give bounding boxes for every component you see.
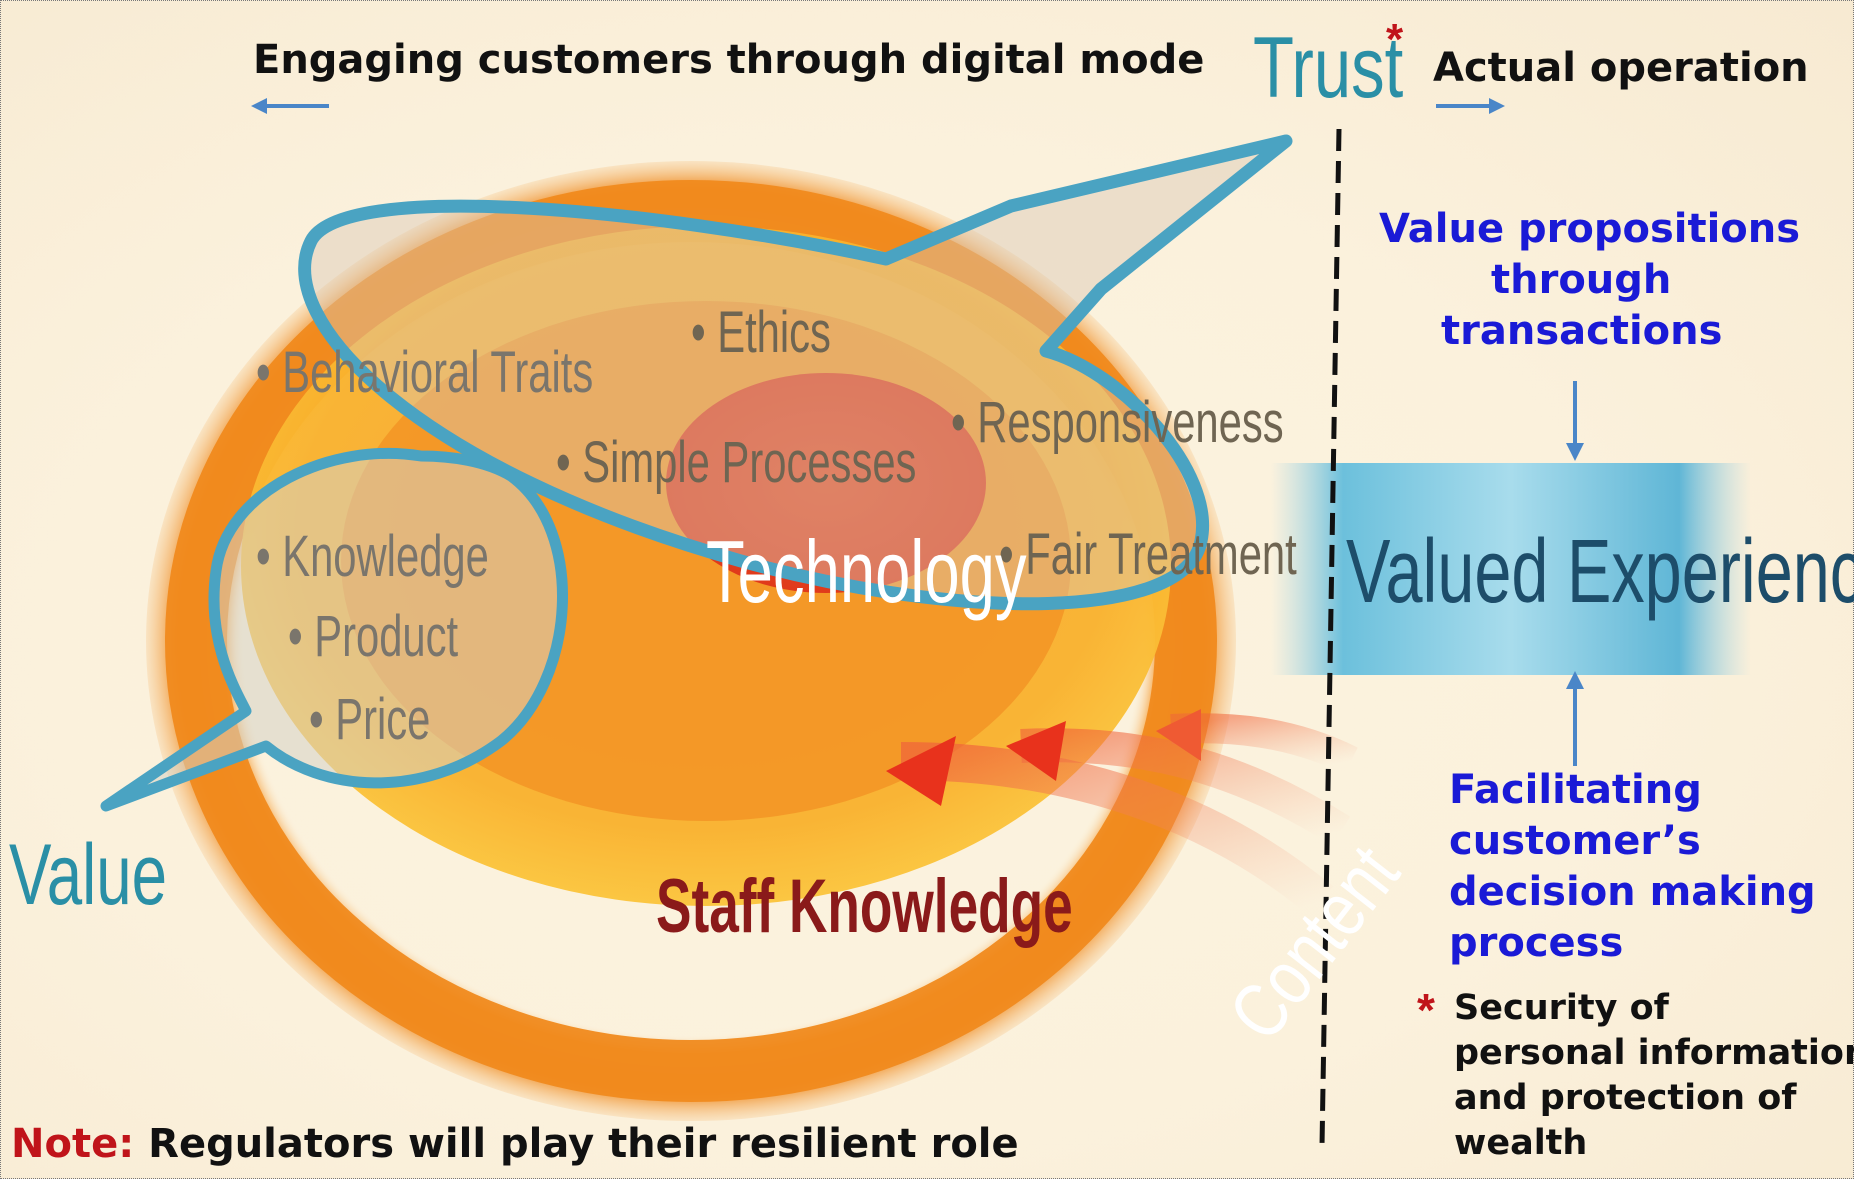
- bullet-product: • Product: [288, 604, 459, 669]
- security-asterisk: *: [1417, 984, 1435, 1036]
- value-props-line-3: transactions: [1441, 308, 1723, 354]
- bullet-behavioral-traits: • Behavioral Traits: [256, 340, 594, 405]
- bullet-simple-processes-label: Simple Processes: [582, 430, 917, 495]
- trust-label: Trust: [1253, 20, 1404, 116]
- footer-note: Note: Regulators will play their resilie…: [11, 1121, 1019, 1167]
- right-header-title: Actual operation: [1433, 45, 1809, 91]
- bullet-price: • Price: [309, 687, 431, 752]
- facilitating-line-1: Facilitating: [1449, 767, 1702, 813]
- bullet-behavioral-traits-label: Behavioral Traits: [282, 340, 594, 405]
- valued-experience-label: Valued Experience?: [1346, 522, 1854, 622]
- trust-asterisk: *: [1386, 15, 1404, 64]
- bullet-fair-treatment-label: Fair Treatment: [1025, 522, 1297, 587]
- bullet-simple-processes: • Simple Processes: [556, 430, 917, 495]
- dashed-divider: [1319, 128, 1342, 1147]
- security-line-1: Security of: [1454, 988, 1669, 1028]
- facilitating-line-4: process: [1449, 920, 1624, 966]
- value-props-line-2: through: [1491, 257, 1672, 303]
- valued-experience-band: [1271, 463, 1751, 675]
- bullet-knowledge-label: Knowledge: [282, 524, 489, 589]
- bullet-responsiveness: • Responsiveness: [951, 390, 1284, 455]
- value-props-line-1: Value propositions: [1379, 206, 1801, 252]
- note-label: Note:: [11, 1121, 135, 1167]
- bullet-fair-treatment: • Fair Treatment: [999, 522, 1297, 587]
- left-header-title: Engaging customers through digital mode: [253, 37, 1205, 83]
- bullet-knowledge: • Knowledge: [256, 524, 489, 589]
- bullet-product-label: Product: [314, 604, 459, 669]
- note-text: Regulators will play their resilient rol…: [148, 1121, 1019, 1167]
- facilitating-line-2: customer’s: [1449, 818, 1701, 864]
- staff-knowledge-label: Staff Knowledge: [656, 864, 1073, 949]
- bullet-responsiveness-label: Responsiveness: [977, 390, 1284, 455]
- facilitating-line-3: decision making: [1449, 869, 1816, 915]
- bullet-price-label: Price: [335, 687, 431, 752]
- security-line-2: personal information: [1454, 1033, 1854, 1073]
- speech-bubble-small: [100, 447, 568, 812]
- bullet-ethics: • Ethics: [691, 300, 831, 365]
- speech-bubble-large: [298, 134, 1293, 611]
- security-line-4: wealth: [1454, 1123, 1588, 1163]
- security-line-3: and protection of: [1454, 1078, 1797, 1118]
- bullet-ethics-label: Ethics: [717, 300, 831, 365]
- red-arrow-2: [1006, 721, 1066, 781]
- technology-core: [666, 373, 986, 593]
- technology-label: Technology: [706, 522, 1027, 621]
- value-label: Value: [9, 827, 168, 923]
- red-arrow-3: [1156, 709, 1201, 761]
- red-arrow-1: [886, 736, 956, 806]
